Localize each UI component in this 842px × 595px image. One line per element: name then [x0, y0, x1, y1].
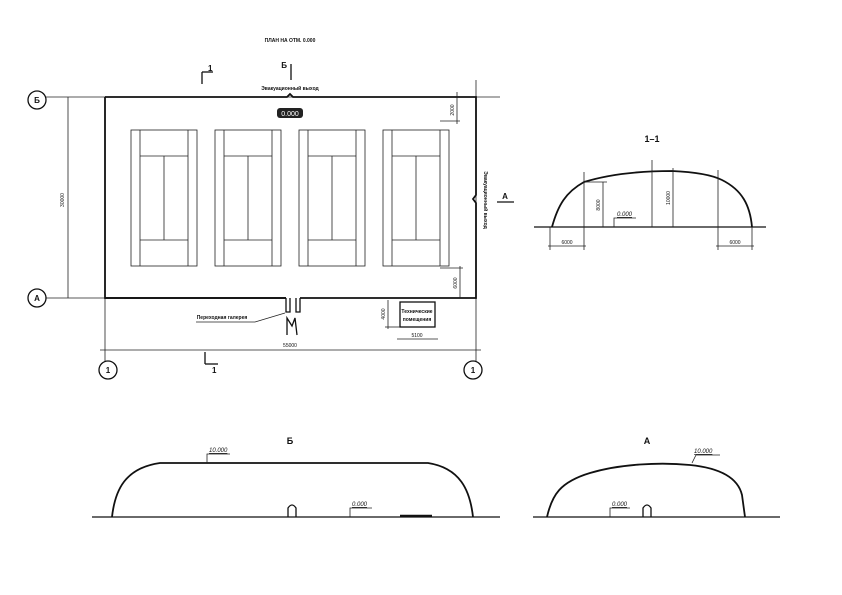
view-mark-a: А: [502, 192, 508, 201]
door: [287, 504, 297, 517]
dim-tech-height: 4000: [381, 308, 387, 319]
dome-profile: [551, 170, 753, 228]
gallery-label: Переходная галерея: [197, 315, 248, 321]
dim-right: 6000: [729, 240, 740, 246]
elevation-b-ground-level: 0.000: [352, 502, 368, 508]
elevation-b-title: Б: [287, 436, 294, 446]
floor-plan: ПЛАН НА ОТМ. 0.000 Б 1 1 Эвакуационный в…: [27, 38, 514, 380]
dim-ridge-height: 10000: [666, 191, 672, 205]
axis-1-right: 1: [463, 360, 483, 380]
elevation-a-top-level: 10.000: [694, 449, 713, 455]
section-level: 0.000: [617, 212, 633, 218]
tech-room: [399, 301, 436, 328]
level-tag: 0.000: [281, 111, 299, 118]
dim-width: 55000: [283, 343, 297, 349]
side-entrance-label: Эвакуационный выход: [482, 171, 489, 229]
tech-room-label-2: помещения: [403, 317, 432, 323]
dim-bottom-offset: 6000: [453, 277, 459, 288]
elevation-b-top-level: 10.000: [209, 448, 228, 454]
dim-depth: 30000: [60, 193, 66, 207]
section-mark-top: 1: [201, 64, 213, 84]
axis-1-left: 1: [98, 360, 118, 380]
entrance-label: Эвакуационный выход: [261, 85, 319, 92]
axis-1-left-label: 1: [106, 366, 111, 375]
courts: [130, 129, 450, 267]
axis-b-label: Б: [34, 96, 40, 105]
dim-wall-height: 8000: [596, 199, 602, 210]
axis-1-right-label: 1: [471, 366, 476, 375]
tennis-court: [298, 129, 366, 267]
tennis-court: [382, 129, 450, 267]
elevation-a-ground-level: 0.000: [612, 502, 628, 508]
section-title: 1–1: [644, 134, 659, 144]
tennis-court: [214, 129, 282, 267]
elevation-a-profile: [546, 462, 746, 518]
elevation-b: Б 10.000 0.000: [92, 436, 500, 518]
elevation-a: А 10.000 0.000: [533, 436, 780, 518]
plan-title: ПЛАН НА ОТМ. 0.000: [265, 38, 316, 44]
gallery-break: [285, 298, 301, 336]
tech-room-label-1: Технические: [401, 309, 432, 315]
axis-a: А: [27, 288, 47, 308]
view-mark-b: Б: [281, 61, 287, 70]
section-mark-bottom: 1: [204, 352, 218, 375]
elevation-b-profile: [111, 462, 474, 518]
axis-b: Б: [27, 90, 47, 110]
dim-top-offset: 2000: [450, 104, 456, 115]
door: [642, 504, 652, 517]
section-1-1: 1–1 8000 10000 6000 6000 0.000: [534, 134, 766, 250]
axis-a-label: А: [34, 294, 40, 303]
level-tag-box: [277, 108, 303, 118]
building-outline: [105, 92, 477, 299]
section-mark-top-label: 1: [208, 64, 213, 73]
dim-left: 6000: [561, 240, 572, 246]
elevation-a-title: А: [644, 436, 651, 446]
tennis-court: [130, 129, 198, 267]
section-mark-bottom-label: 1: [212, 366, 217, 375]
dim-tech-width: 5100: [411, 333, 422, 339]
